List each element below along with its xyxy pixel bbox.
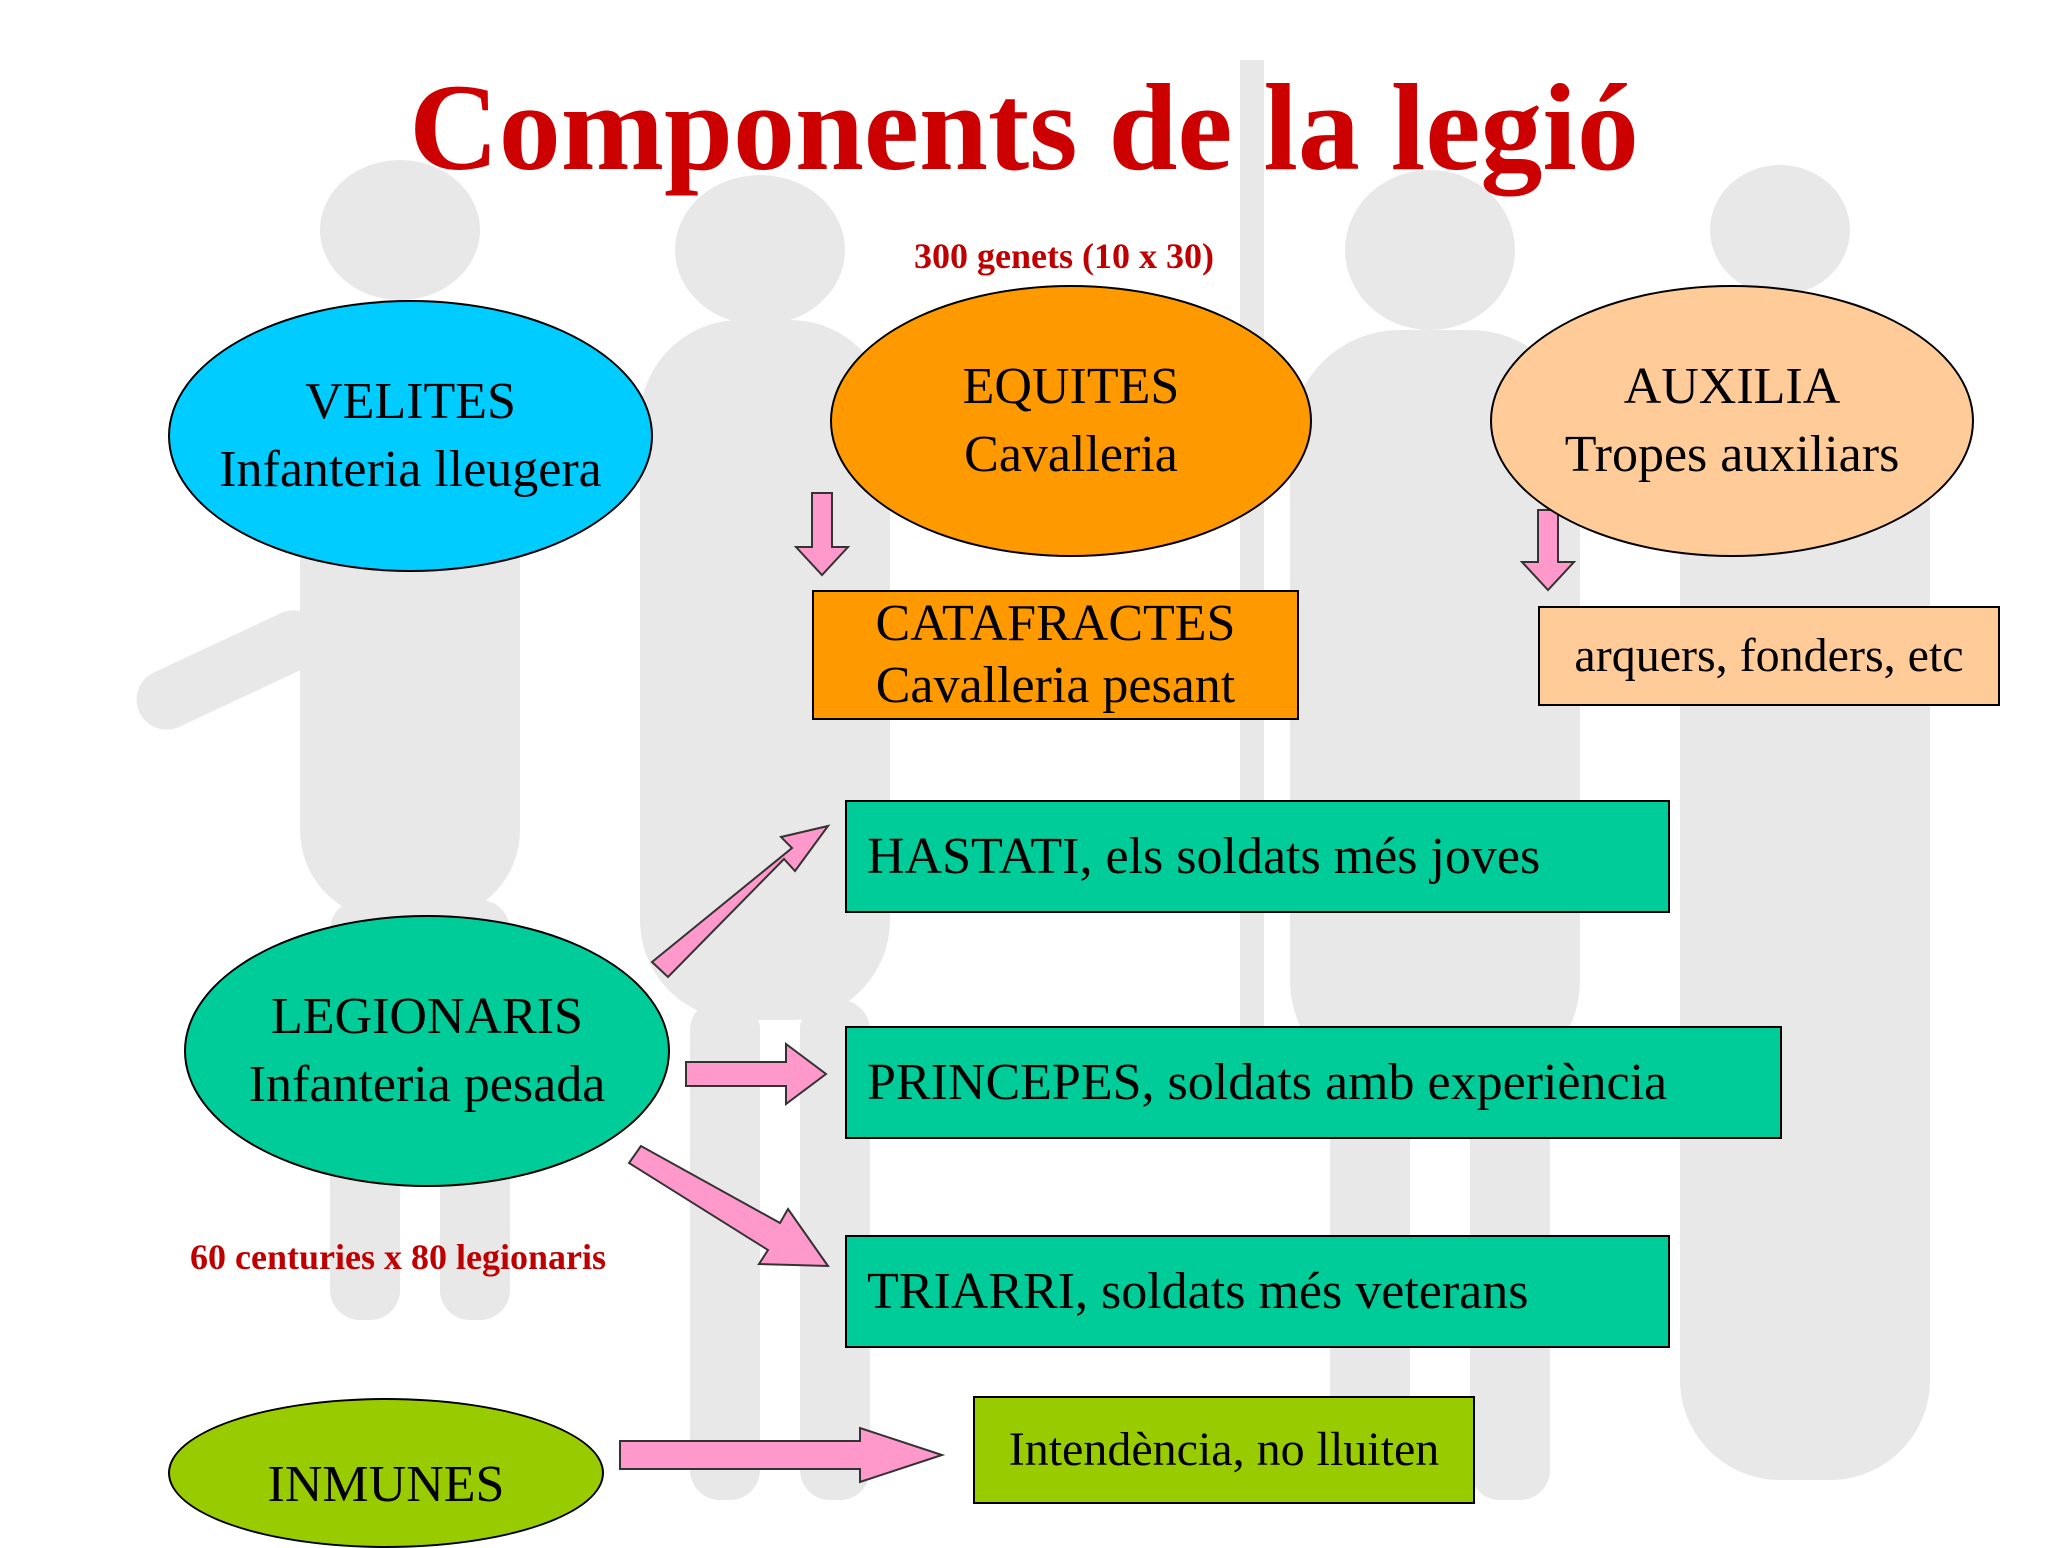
velites-title: VELITES xyxy=(305,373,516,430)
auxilia-title: AUXILIA xyxy=(1623,358,1841,415)
inmunes-title: INMUNES xyxy=(267,1456,505,1513)
legionaris-subtitle: Infanteria pesada xyxy=(248,1056,606,1113)
hastati-text: HASTATI, els soldats més joves xyxy=(867,827,1541,885)
arrow-equites-to-catafractes xyxy=(793,492,851,577)
equites-count-note: 300 genets (10 x 30) xyxy=(914,236,1214,276)
arrow-auxilia-to-detail xyxy=(1519,509,1577,592)
triarri-box: TRIARRI, soldats més veterans xyxy=(845,1235,1670,1348)
catafractes-title: CATAFRACTES xyxy=(875,595,1236,652)
equites-title: EQUITES xyxy=(962,358,1180,415)
velites-subtitle: Infanteria lleugera xyxy=(219,441,602,498)
arrow-legionaris-to-hastati xyxy=(650,824,831,979)
catafractes-subtitle: Cavalleria pesant xyxy=(875,657,1236,714)
auxilia-ellipse: AUXILIA Tropes auxiliars xyxy=(1490,285,1974,557)
principes-box: PRINCEPES, soldats amb experiència xyxy=(845,1026,1782,1139)
triarri-text: TRIARRI, soldats més veterans xyxy=(867,1262,1529,1320)
hastati-box: HASTATI, els soldats més joves xyxy=(845,800,1670,913)
arrow-legionaris-to-triarri xyxy=(627,1144,830,1268)
inmunes-ellipse: INMUNES xyxy=(168,1398,604,1548)
principes-text: PRINCEPES, soldats amb experiència xyxy=(867,1053,1668,1111)
catafractes-box: CATAFRACTES Cavalleria pesant xyxy=(812,590,1299,720)
legionaris-count-note: 60 centuries x 80 legionaris xyxy=(190,1237,606,1277)
legionaris-ellipse: LEGIONARIS Infanteria pesada xyxy=(184,915,670,1187)
equites-subtitle: Cavalleria xyxy=(964,426,1178,483)
auxilia-detail-box: arquers, fonders, etc xyxy=(1538,606,2000,706)
intendencia-box: Intendència, no lluiten xyxy=(973,1396,1475,1504)
arrow-inmunes-to-intendencia xyxy=(619,1426,946,1484)
auxilia-subtitle: Tropes auxiliars xyxy=(1564,426,1900,483)
page-title: Components de la legió xyxy=(409,59,1639,196)
arrow-legionaris-to-principes xyxy=(685,1042,828,1106)
equites-ellipse: EQUITES Cavalleria xyxy=(830,285,1312,557)
auxilia-detail-text: arquers, fonders, etc xyxy=(1574,629,1964,682)
legionaris-title: LEGIONARIS xyxy=(271,988,583,1045)
velites-ellipse: VELITES Infanteria lleugera xyxy=(168,300,653,572)
intendencia-text: Intendència, no lluiten xyxy=(1008,1423,1440,1476)
